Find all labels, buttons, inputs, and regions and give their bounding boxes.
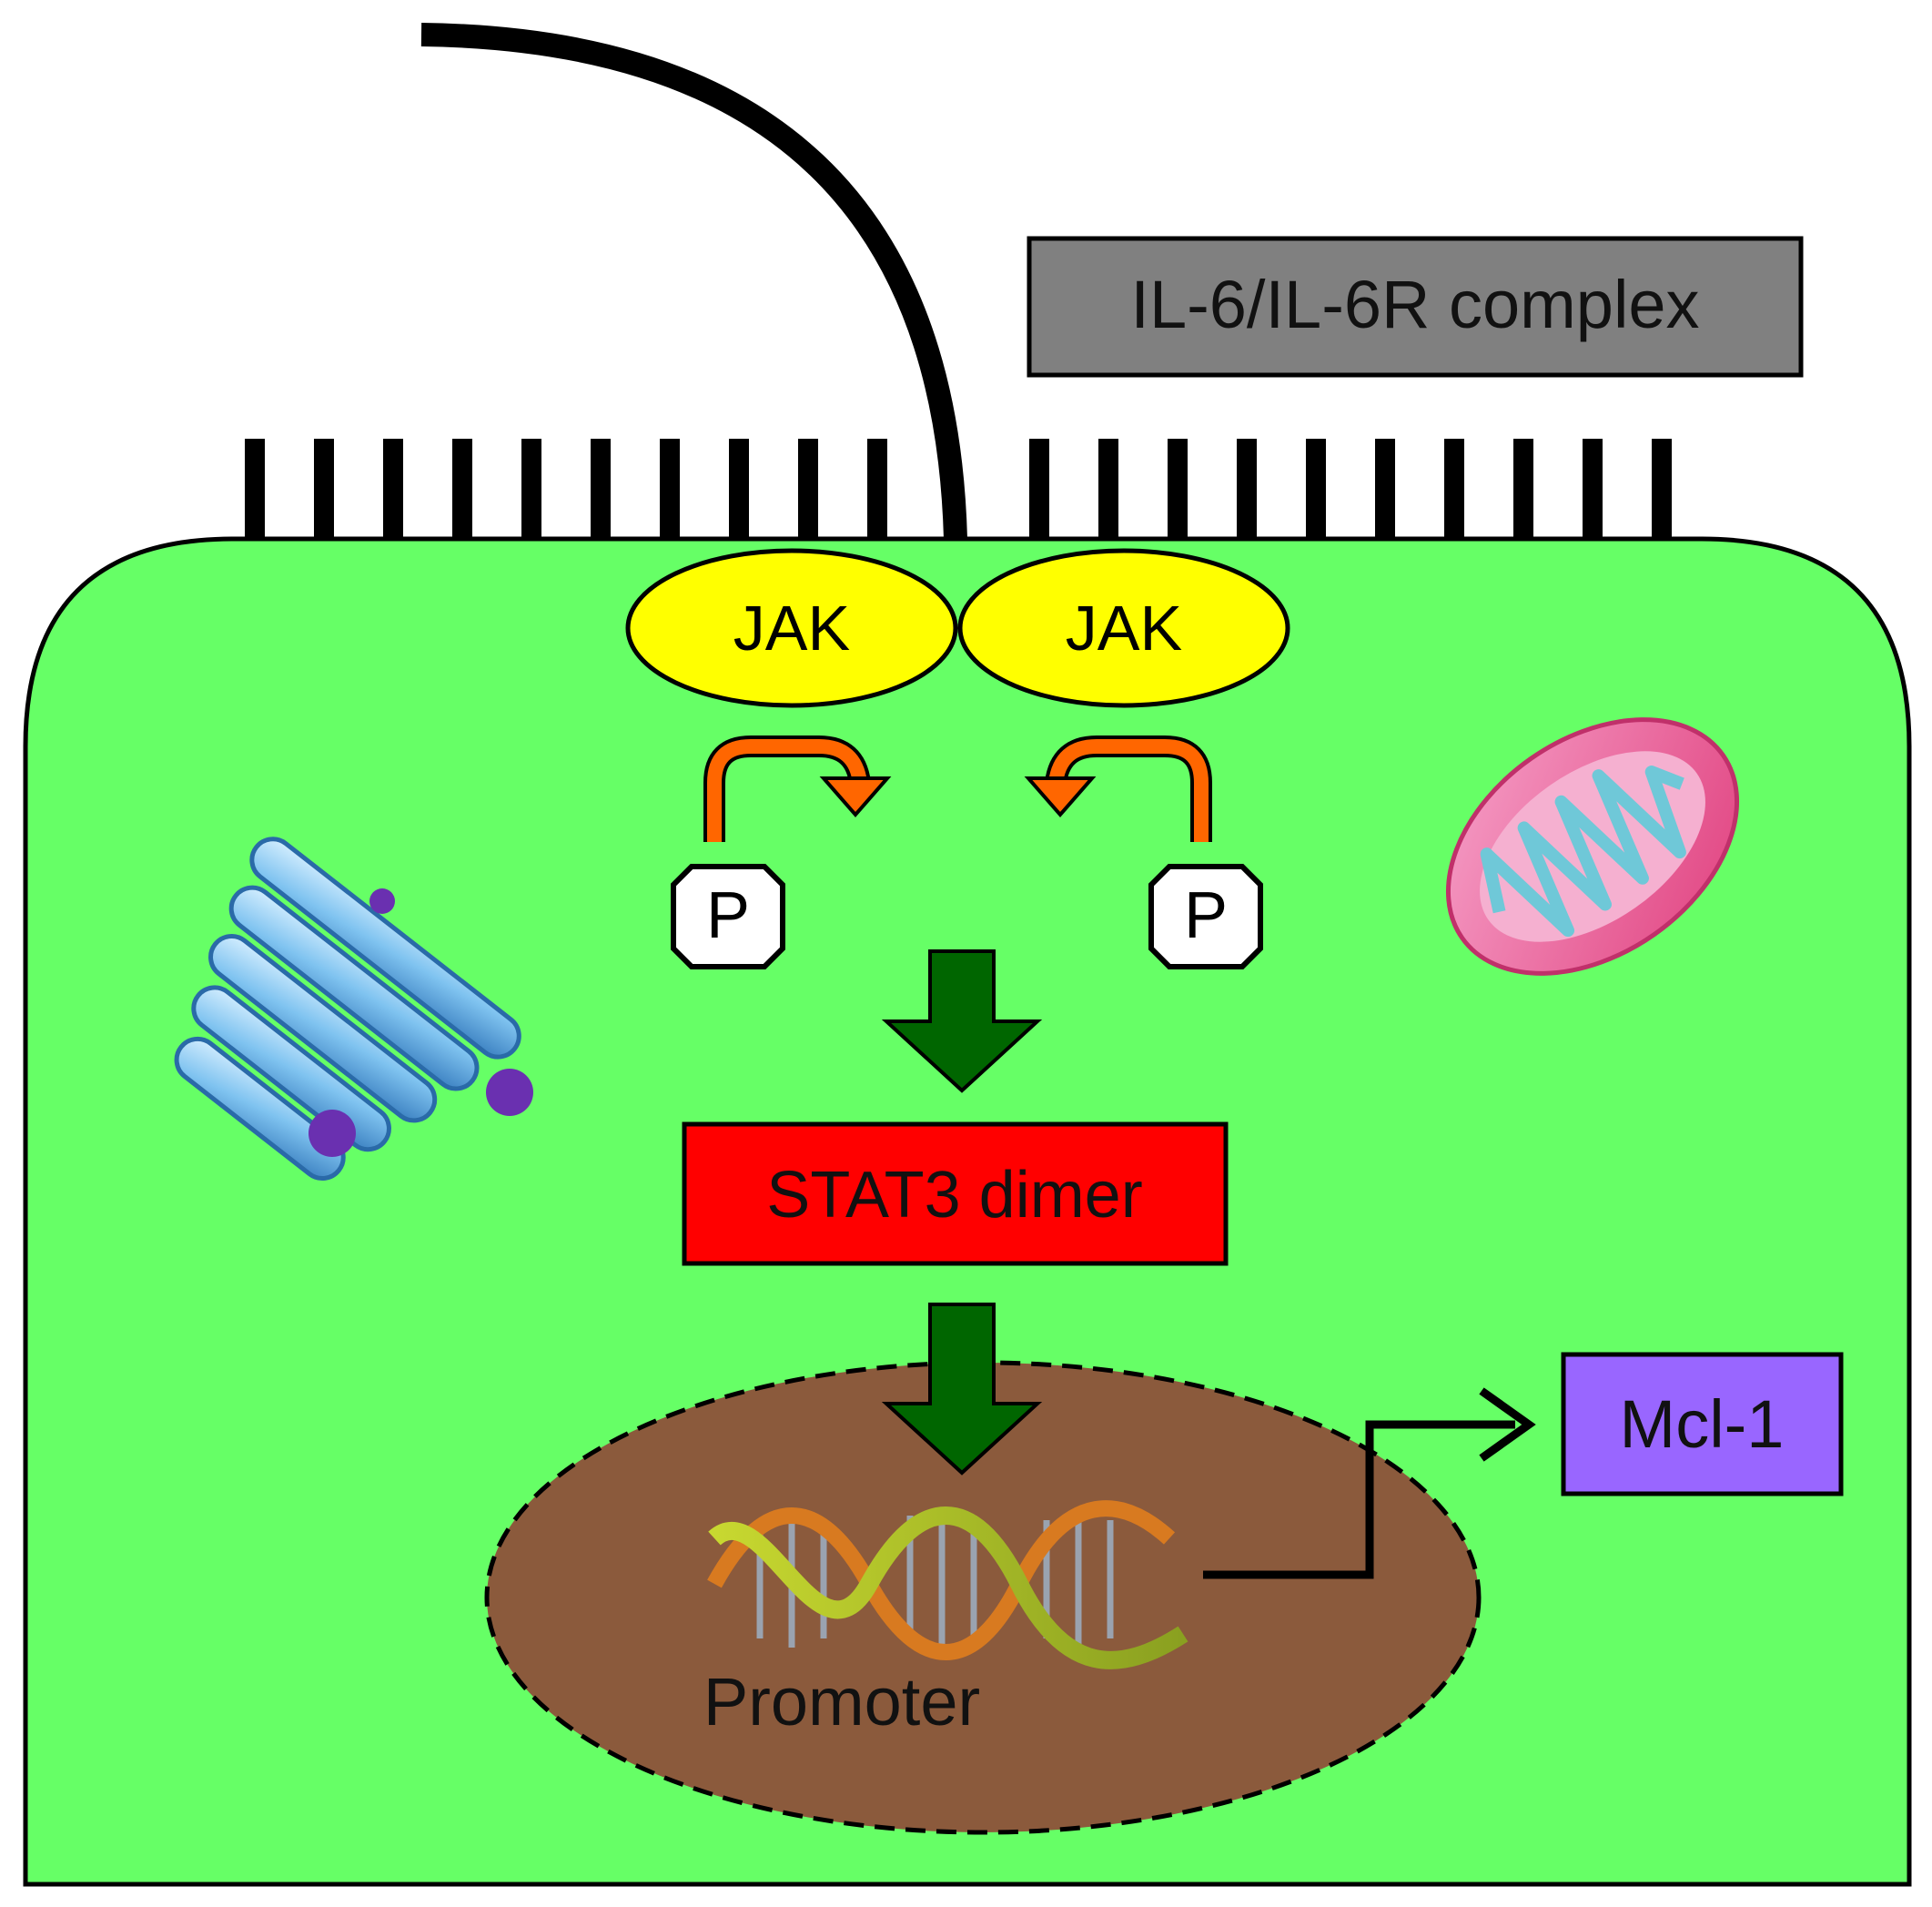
stat3-box (682, 1121, 1229, 1266)
phosphate-left-badge (671, 864, 785, 969)
stat3-label: STAT3 dimer (766, 1159, 1142, 1232)
transcription-arrowhead (1479, 1387, 1536, 1462)
phosphate-left-label: P (706, 879, 750, 952)
golgi-vesicle (369, 888, 395, 914)
dna-icon (707, 1500, 1189, 1669)
down-arrow-1 (881, 949, 1043, 1093)
complex-label: IL-6/IL-6R complex (1130, 267, 1699, 342)
jak-right-label: JAK (1066, 593, 1182, 664)
mcl1-box (1561, 1352, 1844, 1496)
golgi-vesicle (309, 1110, 356, 1157)
phospho-arrow-right (1024, 735, 1212, 842)
transcription-arrow (1203, 1420, 1515, 1579)
complex-box (1027, 236, 1804, 378)
golgi-vesicle (486, 1069, 533, 1116)
membrane-receptors (245, 439, 1672, 539)
mitochondrion-icon (1445, 717, 1740, 976)
phosphate-right-badge (1148, 864, 1263, 969)
phosphate-right-label: P (1184, 879, 1228, 952)
il6-ligand-curve (420, 23, 967, 540)
down-arrow-2 (881, 1303, 1043, 1476)
jak-right-ellipse (957, 548, 1290, 708)
phospho-arrow-left (703, 735, 892, 842)
mcl1-label: Mcl-1 (1620, 1386, 1785, 1462)
jak-left-label: JAK (733, 593, 850, 664)
golgi-icon (174, 837, 521, 1182)
jak-left-ellipse (625, 548, 958, 708)
promoter-label: Promoter (703, 1664, 980, 1740)
